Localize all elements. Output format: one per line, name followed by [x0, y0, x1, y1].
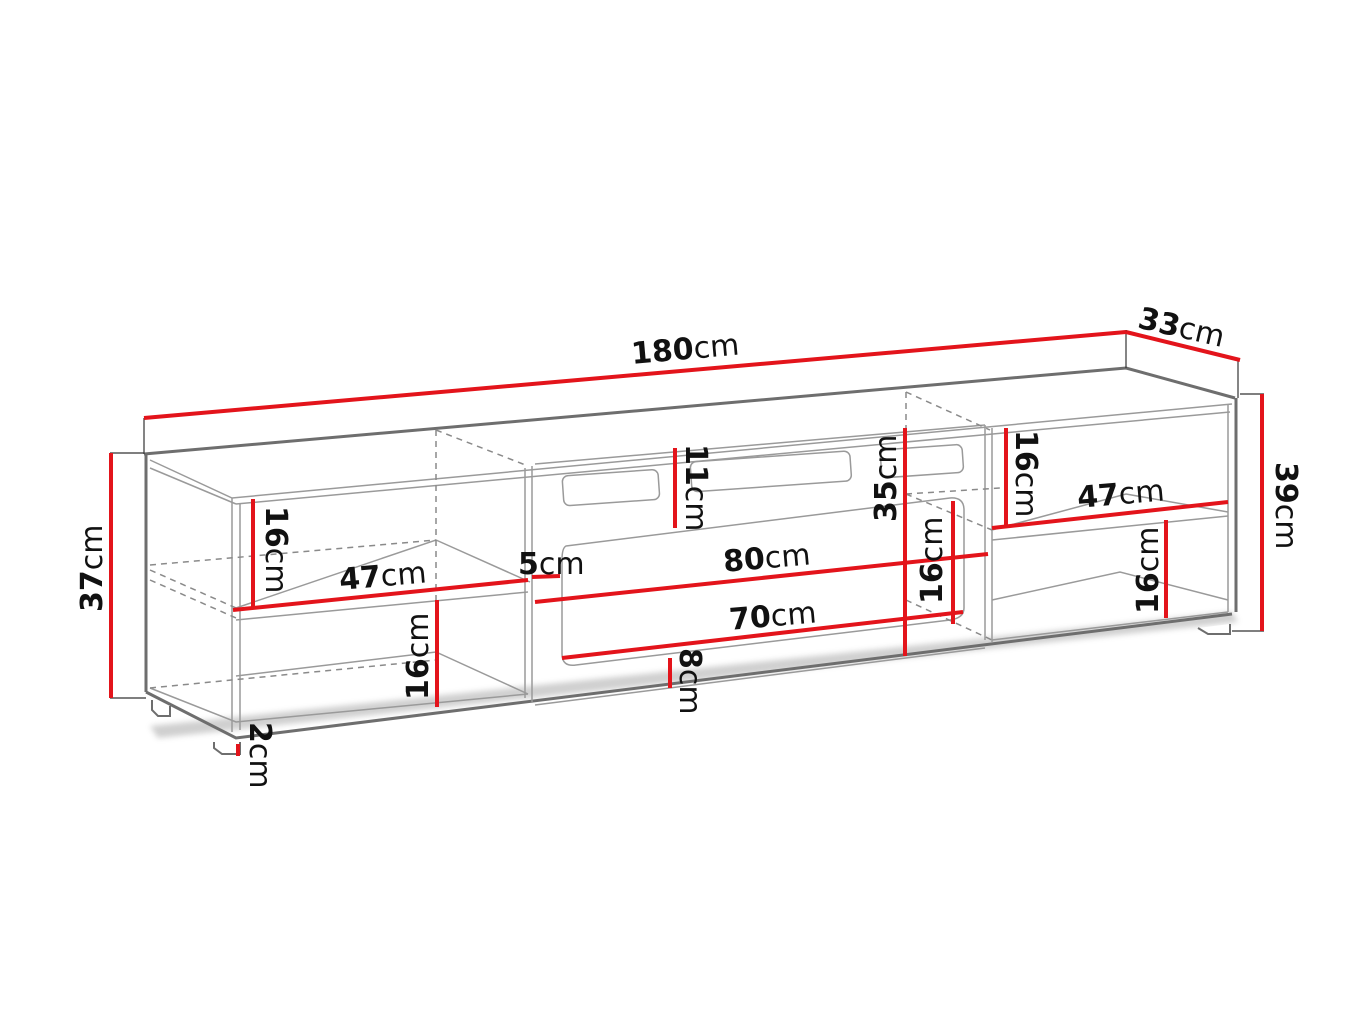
dim-line-left-47 [232, 578, 529, 612]
label-left-shelf-width: 47cm [337, 555, 428, 598]
extension-lines [110, 330, 1264, 699]
dim-line-right-47 [991, 500, 1229, 530]
label-body-height: 37cm [75, 524, 110, 612]
label-left-lower-height: 16cm [401, 612, 436, 700]
cabinet-shadow [150, 612, 1238, 738]
label-right-upper-height: 16cm [1008, 430, 1043, 518]
cabinet-outline [143, 366, 1238, 740]
label-right-shelf-width: 47cm [1075, 473, 1166, 516]
label-overall-height: 39cm [1268, 462, 1303, 550]
label-right-lower-height: 16cm [1131, 526, 1166, 614]
dim-line-70 [561, 610, 964, 660]
label-middle-width: 80cm [721, 537, 812, 580]
label-inner-opening-width: 70cm [727, 595, 818, 638]
dim-line-5 [531, 574, 561, 579]
label-top-gap-height: 11cm [678, 444, 713, 532]
label-middle-height: 35cm [869, 434, 904, 522]
dimension-lines [109, 330, 1264, 756]
dim-line-80 [534, 552, 989, 604]
dim-line-180 [143, 330, 1127, 420]
label-bottom-gap-height: 8cm [672, 648, 707, 715]
dim-line-33 [1125, 330, 1241, 362]
cabinet-legs [151, 624, 1231, 755]
label-middle-opening-height: 16cm [915, 516, 950, 604]
label-panel-offset: 5cm [518, 547, 585, 582]
label-left-upper-height: 16cm [258, 506, 293, 594]
label-leg-height: 2cm [242, 722, 277, 789]
